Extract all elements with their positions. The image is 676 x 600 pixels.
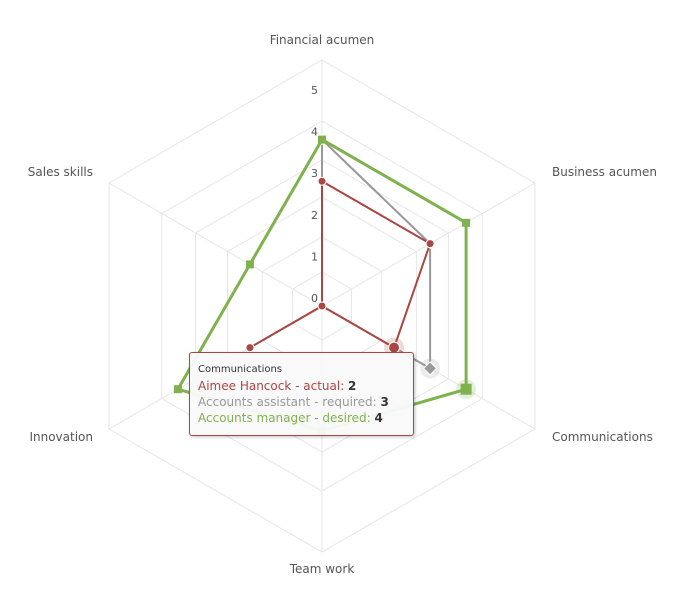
category-label-innovation: Innovation bbox=[29, 430, 93, 444]
radial-tick-3: 3 bbox=[311, 167, 318, 180]
radial-tick-labels: 0 1 2 3 4 5 bbox=[311, 84, 318, 305]
radial-tick-4: 4 bbox=[311, 126, 318, 139]
series-0-point-4[interactable] bbox=[245, 343, 255, 353]
category-label-sales-skills: Sales skills bbox=[28, 165, 93, 179]
tooltip-row-required-value: 3 bbox=[380, 395, 389, 409]
grid-spoke-5 bbox=[108, 182, 323, 307]
series-0-point-5[interactable] bbox=[317, 301, 327, 311]
tooltip-title: Communications bbox=[198, 364, 283, 375]
radial-tick-2: 2 bbox=[311, 209, 318, 222]
series-1-line bbox=[249, 137, 432, 371]
series-2-point-1[interactable] bbox=[462, 218, 471, 227]
category-label-business-acumen: Business acumen bbox=[552, 165, 657, 179]
tooltip-row-actual-value: 2 bbox=[348, 379, 357, 393]
series-2-point-4[interactable] bbox=[173, 385, 182, 394]
tooltip-row-actual: Aimee Hancock - actual: 2 bbox=[198, 378, 405, 394]
series-2-point-2[interactable] bbox=[460, 383, 472, 395]
tooltip: Communications Aimee Hancock - actual: 2… bbox=[189, 352, 414, 436]
series-0 bbox=[245, 176, 435, 358]
series-0-point-1[interactable] bbox=[425, 239, 435, 249]
tooltip-row-actual-label: Aimee Hancock - actual: bbox=[198, 379, 349, 393]
tooltip-row-desired-value: 4 bbox=[374, 411, 383, 425]
radial-tick-0: 0 bbox=[311, 292, 318, 305]
series-1 bbox=[244, 133, 441, 379]
category-label-communications: Communications bbox=[552, 430, 653, 444]
series-0-point-0[interactable] bbox=[317, 176, 327, 186]
series-2-point-5[interactable] bbox=[245, 260, 254, 269]
category-label-team-work: Team work bbox=[289, 562, 355, 576]
radial-tick-1: 1 bbox=[311, 250, 318, 263]
category-label-financial-acumen: Financial acumen bbox=[270, 33, 375, 47]
series-0-line bbox=[249, 179, 432, 350]
tooltip-row-required: Accounts assistant - required: 3 bbox=[198, 394, 405, 410]
tooltip-row-desired-label: Accounts manager - desired: bbox=[198, 411, 375, 425]
tooltip-row-required-label: Accounts assistant - required: bbox=[198, 395, 381, 409]
series-2-point-0[interactable] bbox=[318, 135, 326, 144]
tooltip-row-desired: Accounts manager - desired: 4 bbox=[198, 410, 405, 426]
radial-tick-5: 5 bbox=[311, 84, 318, 97]
series-1-point-2[interactable] bbox=[422, 361, 438, 376]
